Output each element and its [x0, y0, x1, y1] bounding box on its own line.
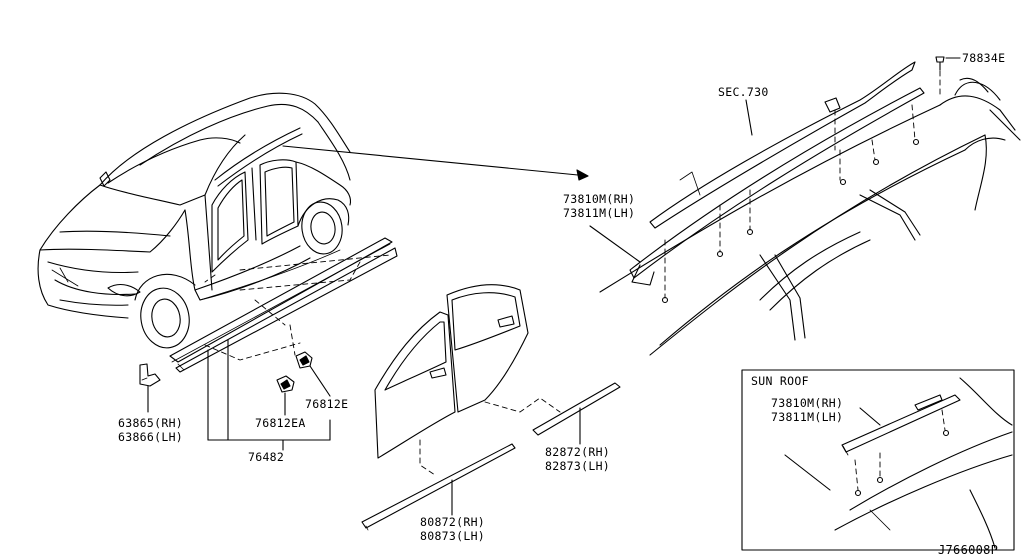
label-76812ea: 76812EA — [255, 416, 306, 430]
label-sec730: SEC.730 — [718, 85, 769, 99]
doors-illustration — [361, 284, 621, 531]
roof-rail-detail — [589, 56, 1021, 356]
label-73810m: 73810M(RH) — [563, 192, 635, 206]
part-labels: 63865(RH) 63866(LH) 76812EA 76812E 76482… — [118, 51, 1005, 557]
leader-76482 — [207, 339, 331, 451]
side-sill-moulding — [169, 237, 398, 373]
label-63865: 63865(RH) — [118, 416, 183, 430]
label-80872: 80872(RH) — [420, 515, 485, 529]
label-sunroof-73810m: 73810M(RH) — [771, 396, 843, 410]
label-sunroof-73811m: 73811M(LH) — [771, 410, 843, 424]
vehicle-illustration — [37, 92, 352, 349]
label-73811m: 73811M(LH) — [563, 206, 635, 220]
label-78834e: 78834E — [962, 51, 1005, 65]
label-80873: 80873(LH) — [420, 529, 485, 543]
clip-76812e-icon — [295, 351, 331, 397]
label-82872: 82872(RH) — [545, 445, 610, 459]
diagram-code: J766008P — [938, 543, 998, 557]
bracket-63865-icon — [139, 363, 161, 413]
label-76812e: 76812E — [305, 397, 348, 411]
detail-arrow — [282, 145, 589, 181]
label-63866: 63866(LH) — [118, 430, 183, 444]
label-sunroof-title: SUN ROOF — [751, 374, 809, 388]
sunroof-inset — [741, 369, 1015, 551]
clip-76812ea-icon — [276, 375, 295, 416]
label-82873: 82873(LH) — [545, 459, 610, 473]
label-76482: 76482 — [248, 450, 284, 464]
